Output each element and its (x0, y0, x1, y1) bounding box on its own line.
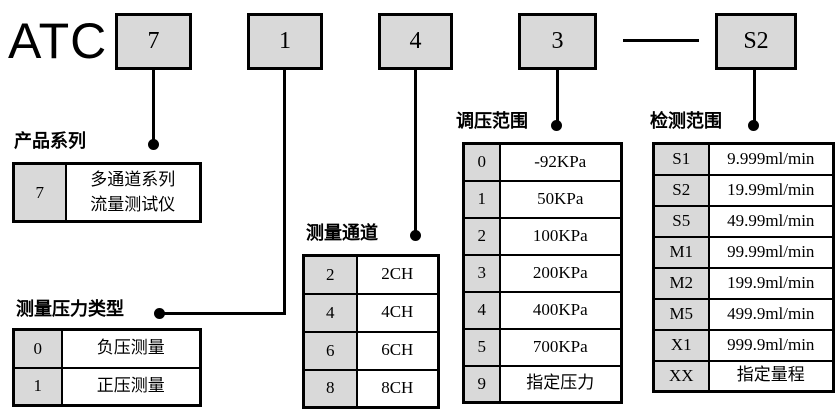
code-cell: S5 (652, 204, 710, 238)
code-cell: XX (652, 359, 710, 393)
table-row: 3 200KPa (462, 253, 623, 293)
table-row: 0 负压测量 (12, 328, 202, 369)
code-cell: X1 (652, 328, 710, 362)
code-cell: 5 (462, 327, 501, 367)
connector-line-detect-range (753, 70, 756, 122)
desc-cell: 9.999ml/min (707, 142, 835, 176)
connector-bullet-channels (410, 230, 421, 241)
table-row: 8 8CH (302, 368, 440, 409)
desc-cell: 指定量程 (707, 359, 835, 393)
connector-bullet-pressure-range (551, 120, 562, 131)
desc-cell: 999.9ml/min (707, 328, 835, 362)
product-series-table: 7 多通道系列 流量测试仪 (12, 162, 202, 223)
desc-cell: 200KPa (498, 253, 623, 293)
table-row: XX 指定量程 (652, 359, 835, 393)
table-row: X1 999.9ml/min (652, 328, 835, 362)
table-row: 1 50KPa (462, 179, 623, 219)
desc-cell: 多通道系列 流量测试仪 (64, 162, 202, 223)
table-row: M2 199.9ml/min (652, 266, 835, 300)
table-row: 4 400KPa (462, 290, 623, 330)
desc-cell: 正压测量 (60, 366, 202, 407)
code-cell: 4 (302, 292, 358, 333)
table-row: S5 49.99ml/min (652, 204, 835, 238)
desc-cell: 199.9ml/min (707, 266, 835, 300)
code-cell: 2 (302, 254, 358, 295)
table-row: 1 正压测量 (12, 366, 202, 407)
desc-cell: 700KPa (498, 327, 623, 367)
group-title-pressure-range: 调压范围 (456, 111, 528, 131)
group-title-channels: 测量通道 (306, 223, 378, 243)
desc-cell: 50KPa (498, 179, 623, 219)
connector-bullet-detect-range (748, 120, 759, 131)
detect-range-table: S1 9.999ml/min S2 19.99ml/min S5 49.99ml… (652, 142, 835, 393)
code-segment-channels: 4 (378, 13, 453, 70)
desc-cell: 100KPa (498, 216, 623, 256)
code-cell: 0 (462, 142, 501, 182)
connector-bullet-pressure-type (154, 308, 165, 319)
code-cell: 8 (302, 368, 358, 409)
connector-bullet-series (148, 139, 159, 150)
desc-cell: 19.99ml/min (707, 173, 835, 207)
connector-line-channels (414, 70, 417, 232)
code-cell: S1 (652, 142, 710, 176)
code-cell: 9 (462, 364, 501, 404)
connector-line-pressure-type-v (283, 70, 286, 315)
table-row: 4 4CH (302, 292, 440, 333)
desc-cell: 400KPa (498, 290, 623, 330)
group-title-detect-range: 检测范围 (650, 111, 722, 131)
desc-cell: 99.99ml/min (707, 235, 835, 269)
group-title-pressure-type: 测量压力类型 (16, 299, 124, 319)
code-cell: 1 (462, 179, 501, 219)
code-cell: M2 (652, 266, 710, 300)
table-row: 7 多通道系列 流量测试仪 (12, 162, 202, 223)
model-prefix: ATC (8, 13, 108, 69)
group-title-product-series: 产品系列 (14, 131, 86, 151)
code-cell: 7 (12, 162, 67, 223)
desc-cell: 4CH (355, 292, 440, 333)
pressure-type-table: 0 负压测量 1 正压测量 (12, 328, 202, 407)
table-row: 2 2CH (302, 254, 440, 295)
desc-cell: 指定压力 (498, 364, 623, 404)
desc-cell: 8CH (355, 368, 440, 409)
table-row: S2 19.99ml/min (652, 173, 835, 207)
code-segment-detect-range: S2 (715, 13, 797, 70)
code-cell: 1 (12, 366, 63, 407)
table-row: 2 100KPa (462, 216, 623, 256)
connector-line-pressure-type-h (159, 312, 286, 315)
connector-line-series (152, 70, 155, 141)
channels-table: 2 2CH 4 4CH 6 6CH 8 8CH (302, 254, 440, 409)
code-cell: S2 (652, 173, 710, 207)
desc-cell: -92KPa (498, 142, 623, 182)
desc-cell: 6CH (355, 330, 440, 371)
desc-cell: 2CH (355, 254, 440, 295)
table-row: 5 700KPa (462, 327, 623, 367)
code-separator-dash (623, 39, 699, 42)
code-segment-pressure-type: 1 (247, 13, 323, 70)
code-segment-series: 7 (115, 13, 192, 70)
table-row: M5 499.9ml/min (652, 297, 835, 331)
code-cell: 0 (12, 328, 63, 369)
code-cell: M1 (652, 235, 710, 269)
table-row: 6 6CH (302, 330, 440, 371)
desc-cell: 49.99ml/min (707, 204, 835, 238)
desc-cell: 499.9ml/min (707, 297, 835, 331)
code-cell: 2 (462, 216, 501, 256)
code-segment-pressure-range: 3 (518, 13, 597, 70)
table-row: 0 -92KPa (462, 142, 623, 182)
code-cell: 4 (462, 290, 501, 330)
table-row: M1 99.99ml/min (652, 235, 835, 269)
desc-cell: 负压测量 (60, 328, 202, 369)
table-row: S1 9.999ml/min (652, 142, 835, 176)
table-row: 9 指定压力 (462, 364, 623, 404)
code-cell: M5 (652, 297, 710, 331)
code-cell: 6 (302, 330, 358, 371)
pressure-range-table: 0 -92KPa 1 50KPa 2 100KPa 3 200KPa 4 400… (462, 142, 623, 404)
connector-line-pressure-range (556, 70, 559, 122)
code-cell: 3 (462, 253, 501, 293)
